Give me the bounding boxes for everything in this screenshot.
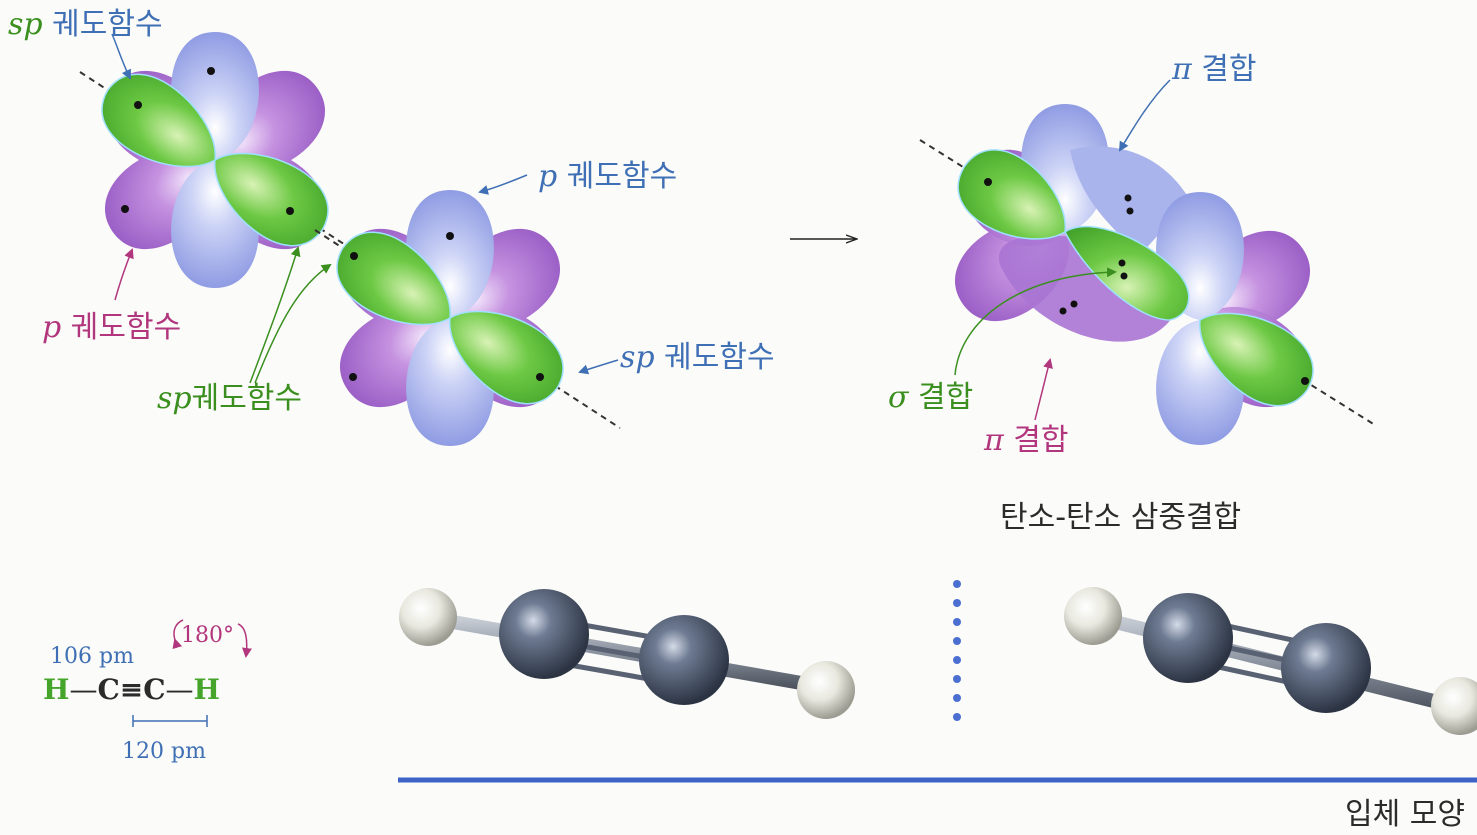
cc-bond-length: 120 pm — [122, 741, 206, 763]
carbon-atom — [639, 615, 729, 705]
pointer-sp-bottom-1 — [250, 248, 298, 383]
hydrogen-atom — [1431, 677, 1477, 735]
label-p-orbital-mid: p 궤도함수 — [538, 162, 677, 192]
carbon-atom — [1281, 623, 1371, 713]
label-pi-bond-bottom: π 결합 — [984, 426, 1068, 456]
caption-3d-shape: 입체 모양 — [1345, 800, 1465, 830]
label-p-orbital-left: p 궤도함수 — [42, 313, 181, 343]
label-sp-orbital-right: sp 궤도함수 — [620, 343, 775, 373]
pointer-sp-bottom-2 — [255, 265, 330, 383]
ball-stick-model-right — [1064, 587, 1477, 735]
label-sp-orbital-top: sp 궤도함수 — [8, 10, 163, 40]
label-sigma-bond: σ 결합 — [888, 383, 973, 413]
pointer-pi-top — [1120, 80, 1170, 150]
right-carbon-orbitals — [315, 190, 620, 446]
ch-bond-length: 106 pm — [50, 646, 134, 668]
hydrogen-atom — [399, 588, 457, 646]
separator-dots — [953, 580, 961, 721]
hydrogen-atom — [1064, 587, 1122, 645]
triple-bond-orbitals — [920, 104, 1375, 445]
pointer-p-left — [115, 250, 132, 300]
left-carbon-orbitals — [80, 32, 350, 288]
pointer-p-mid — [480, 175, 527, 192]
pointer-sp-right — [580, 360, 618, 372]
pointer-pi-bottom — [1035, 360, 1050, 420]
hydrogen-atom — [797, 661, 855, 719]
angle-arrow-right — [238, 624, 247, 656]
structural-formula: H—C≡C—H — [43, 676, 220, 704]
carbon-atom — [499, 589, 589, 679]
carbon-atom — [1143, 593, 1233, 683]
ball-stick-model-left — [399, 588, 855, 719]
label-pi-bond-top: π 결합 — [1172, 55, 1256, 85]
caption-triple-bond: 탄소-탄소 삼중결합 — [1000, 503, 1241, 533]
label-sp-orbital-bottom: sp궤도함수 — [157, 384, 302, 414]
bond-angle: 180° — [181, 625, 234, 647]
